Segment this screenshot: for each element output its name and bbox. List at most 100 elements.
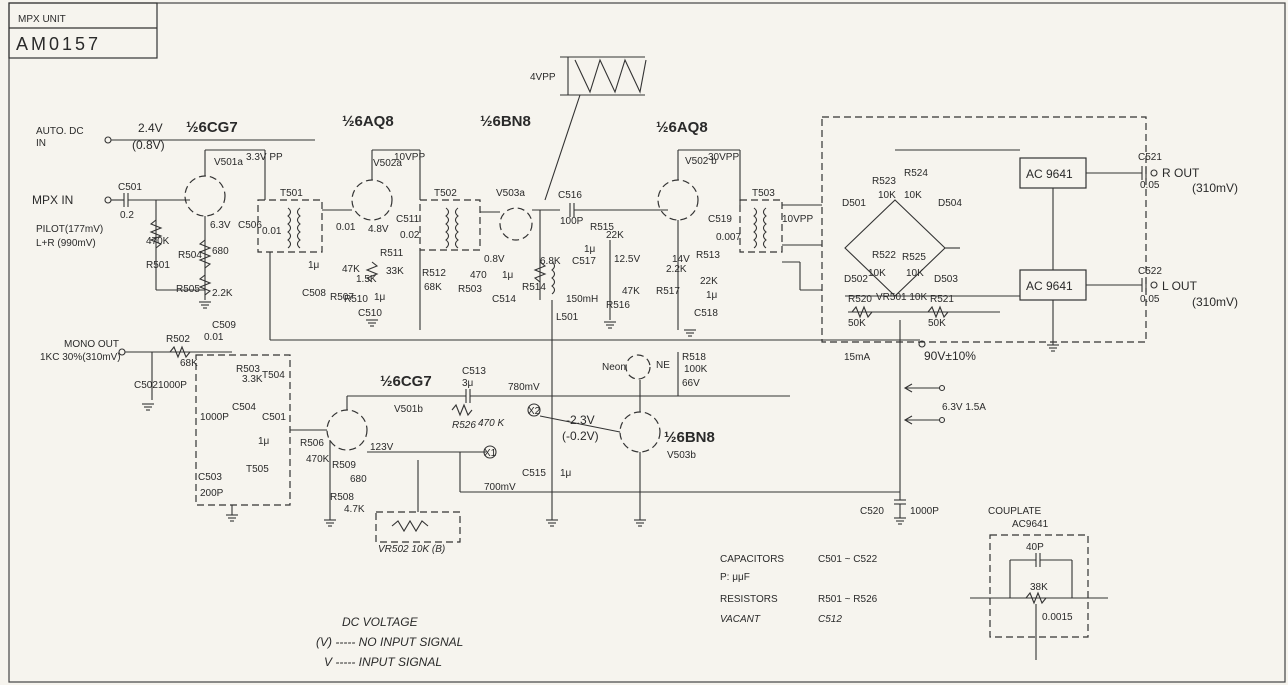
- r517-value: 2.2K: [666, 264, 687, 275]
- r-out-label: R OUT: [1162, 166, 1200, 180]
- r516-label: R516: [606, 300, 630, 311]
- c518-label: C518: [694, 308, 718, 319]
- c516-label: C516: [558, 190, 582, 201]
- c502-label: C502: [134, 380, 158, 391]
- r506-value: 470K: [306, 454, 330, 465]
- t502-label: T502: [434, 188, 457, 199]
- c521-label: C521: [1138, 152, 1162, 163]
- r523-label: R523: [872, 176, 896, 187]
- auto-dc-in-label-2: IN: [36, 138, 46, 149]
- c522-value: 0.05: [1140, 294, 1160, 305]
- c518-value: 1μ: [706, 290, 718, 301]
- r518-label: R518: [682, 352, 706, 363]
- tube-v503b: [619, 411, 661, 453]
- tube-v501b-type: ½6CG7: [380, 373, 432, 390]
- d502-label: D502: [844, 274, 868, 285]
- r503b-label: R503: [236, 364, 260, 375]
- t503-transformer: [739, 199, 783, 253]
- c503-label: C503: [198, 472, 222, 483]
- tube-v501a: [184, 175, 226, 217]
- r508-label: R508: [330, 492, 354, 503]
- c521-value: 0.05: [1140, 180, 1160, 191]
- r501-label: R501: [146, 260, 170, 271]
- v12-5-level: 12.5V: [614, 254, 640, 265]
- r507-label: R507: [330, 292, 354, 303]
- neg-0-2v: (-0.2V): [562, 429, 599, 443]
- ac9641-top-label: AC 9641: [1026, 167, 1073, 181]
- c517-value: 1μ: [584, 244, 596, 255]
- c510-label: C510: [358, 308, 382, 319]
- r512-value: 68K: [424, 282, 442, 293]
- x1-probe: X1: [484, 448, 497, 459]
- ac9641-bottom-label: AC 9641: [1026, 279, 1073, 293]
- r505-label: R505: [176, 284, 200, 295]
- d501-label: D501: [842, 198, 866, 209]
- r522-label: R522: [872, 250, 896, 261]
- c508-value: 1μ: [308, 260, 320, 271]
- l-out-level: (310mV): [1192, 295, 1238, 309]
- r515-label: R515: [590, 222, 614, 233]
- c509-value: 0.01: [204, 332, 224, 343]
- tube-v503b-ref: V503b: [667, 450, 696, 461]
- ne-label: NE: [656, 360, 670, 371]
- r504-label: R504: [178, 250, 202, 261]
- tube-v501a-ref: V501a: [214, 157, 243, 168]
- mv-700: 700mV: [484, 482, 516, 493]
- couplate-res: 38K: [1030, 582, 1048, 593]
- r502-value: 68K: [180, 358, 198, 369]
- c501b-value: 1μ: [258, 436, 270, 447]
- c506-value: 0.01: [262, 226, 282, 237]
- waveform-4vpp: 4VPP: [530, 56, 647, 201]
- neon-lamp: [625, 354, 651, 380]
- c513-value: 3μ: [462, 378, 474, 389]
- pico-unit-note: P: μμF: [720, 572, 750, 583]
- c519-value: 0.007: [716, 232, 741, 243]
- t501-transformer: [257, 199, 323, 253]
- v501a-cathode-v: 6.3V: [210, 220, 231, 231]
- t504-label: T504: [262, 370, 285, 381]
- vr502-module: [375, 511, 461, 543]
- r501-value: 470K: [146, 236, 170, 247]
- c515-label: C515: [522, 468, 546, 479]
- c520-value: 1000P: [910, 506, 939, 517]
- current-15ma: 15mA: [844, 352, 870, 363]
- r526-label: R526: [452, 420, 476, 431]
- tube-v502a: [351, 179, 393, 221]
- r506-label: R506: [300, 438, 324, 449]
- r514-value: 6.8K: [540, 256, 561, 267]
- r520-value: 50K: [848, 318, 866, 329]
- r503b-value: 3.3K: [242, 374, 263, 385]
- c509-label: C509: [212, 320, 236, 331]
- c501-value: 0.2: [120, 210, 134, 221]
- c511-value: 0.02: [400, 230, 420, 241]
- r522-value: 10K: [868, 268, 886, 279]
- t505-label: T505: [246, 464, 269, 475]
- c507-value: 0.01: [336, 222, 356, 233]
- auto-dc-voltage-nosig: (0.8V): [132, 138, 165, 152]
- d503-label: D503: [934, 274, 958, 285]
- vr502-label: VR502 10K (B): [378, 544, 445, 555]
- r504-value: 680: [212, 246, 229, 257]
- tube-v502a-type: ½6AQ8: [342, 113, 394, 130]
- r521-label: R521: [930, 294, 954, 305]
- c519-label: C519: [708, 214, 732, 225]
- vr501-label: VR501 10K: [876, 292, 927, 303]
- c503-value: 200P: [200, 488, 224, 499]
- tube-v502b: [657, 179, 699, 221]
- vacant-value: C512: [818, 614, 842, 625]
- auto-dc-in-label-1: AUTO. DC: [36, 126, 84, 137]
- r520-label: R520: [848, 294, 872, 305]
- heater-supply: 6.3V 1.5A: [942, 402, 986, 413]
- tube-v502b-type: ½6AQ8: [656, 119, 708, 136]
- t502-transformer: [419, 199, 481, 251]
- auto-dc-voltage: 2.4V: [138, 121, 163, 135]
- b-plus-voltage: 90V±10%: [924, 349, 976, 363]
- r510-label: R510: [344, 294, 368, 305]
- resistors-label: RESISTORS: [720, 594, 778, 605]
- model-number: AM0157: [16, 34, 101, 54]
- r511-label: R511: [380, 248, 404, 259]
- r525-value: 10K: [906, 268, 924, 279]
- tube-v502a-ref: V502a: [373, 158, 402, 169]
- r-out-level: (310mV): [1192, 181, 1238, 195]
